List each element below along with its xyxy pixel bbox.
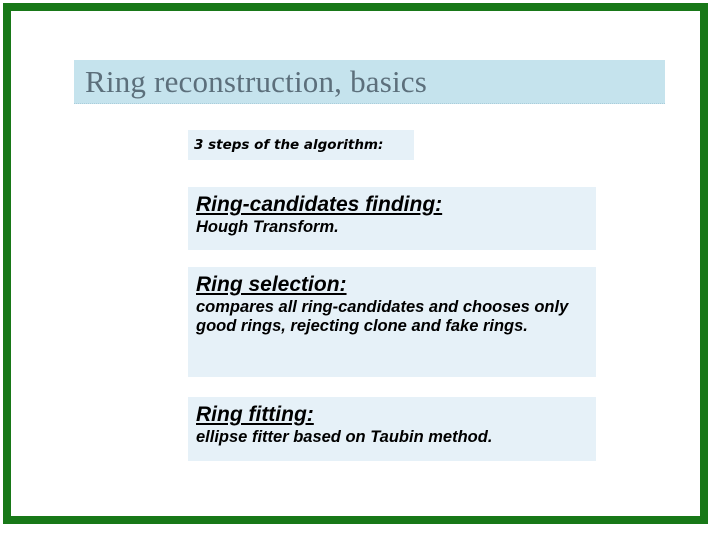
intro-text: 3 steps of the algorithm:	[194, 137, 384, 153]
step-body: compares all ring-candidates and chooses…	[196, 297, 569, 336]
step-body: Hough Transform.	[196, 217, 339, 236]
step-block: Ring fitting: ellipse fitter based on Ta…	[188, 397, 596, 461]
step-block: Ring selection: compares all ring-candid…	[188, 267, 596, 377]
step-heading: Ring selection:	[196, 273, 347, 296]
step-heading: Ring fitting:	[196, 403, 314, 426]
step-body: ellipse fitter based on Taubin method.	[196, 427, 493, 446]
step-heading: Ring-candidates finding:	[196, 193, 443, 216]
step-block: Ring-candidates finding: Hough Transform…	[188, 187, 596, 250]
slide-title-band: Ring reconstruction, basics	[74, 60, 665, 104]
page-title: Ring reconstruction, basics	[85, 64, 428, 99]
intro-band: 3 steps of the algorithm:	[188, 130, 414, 160]
